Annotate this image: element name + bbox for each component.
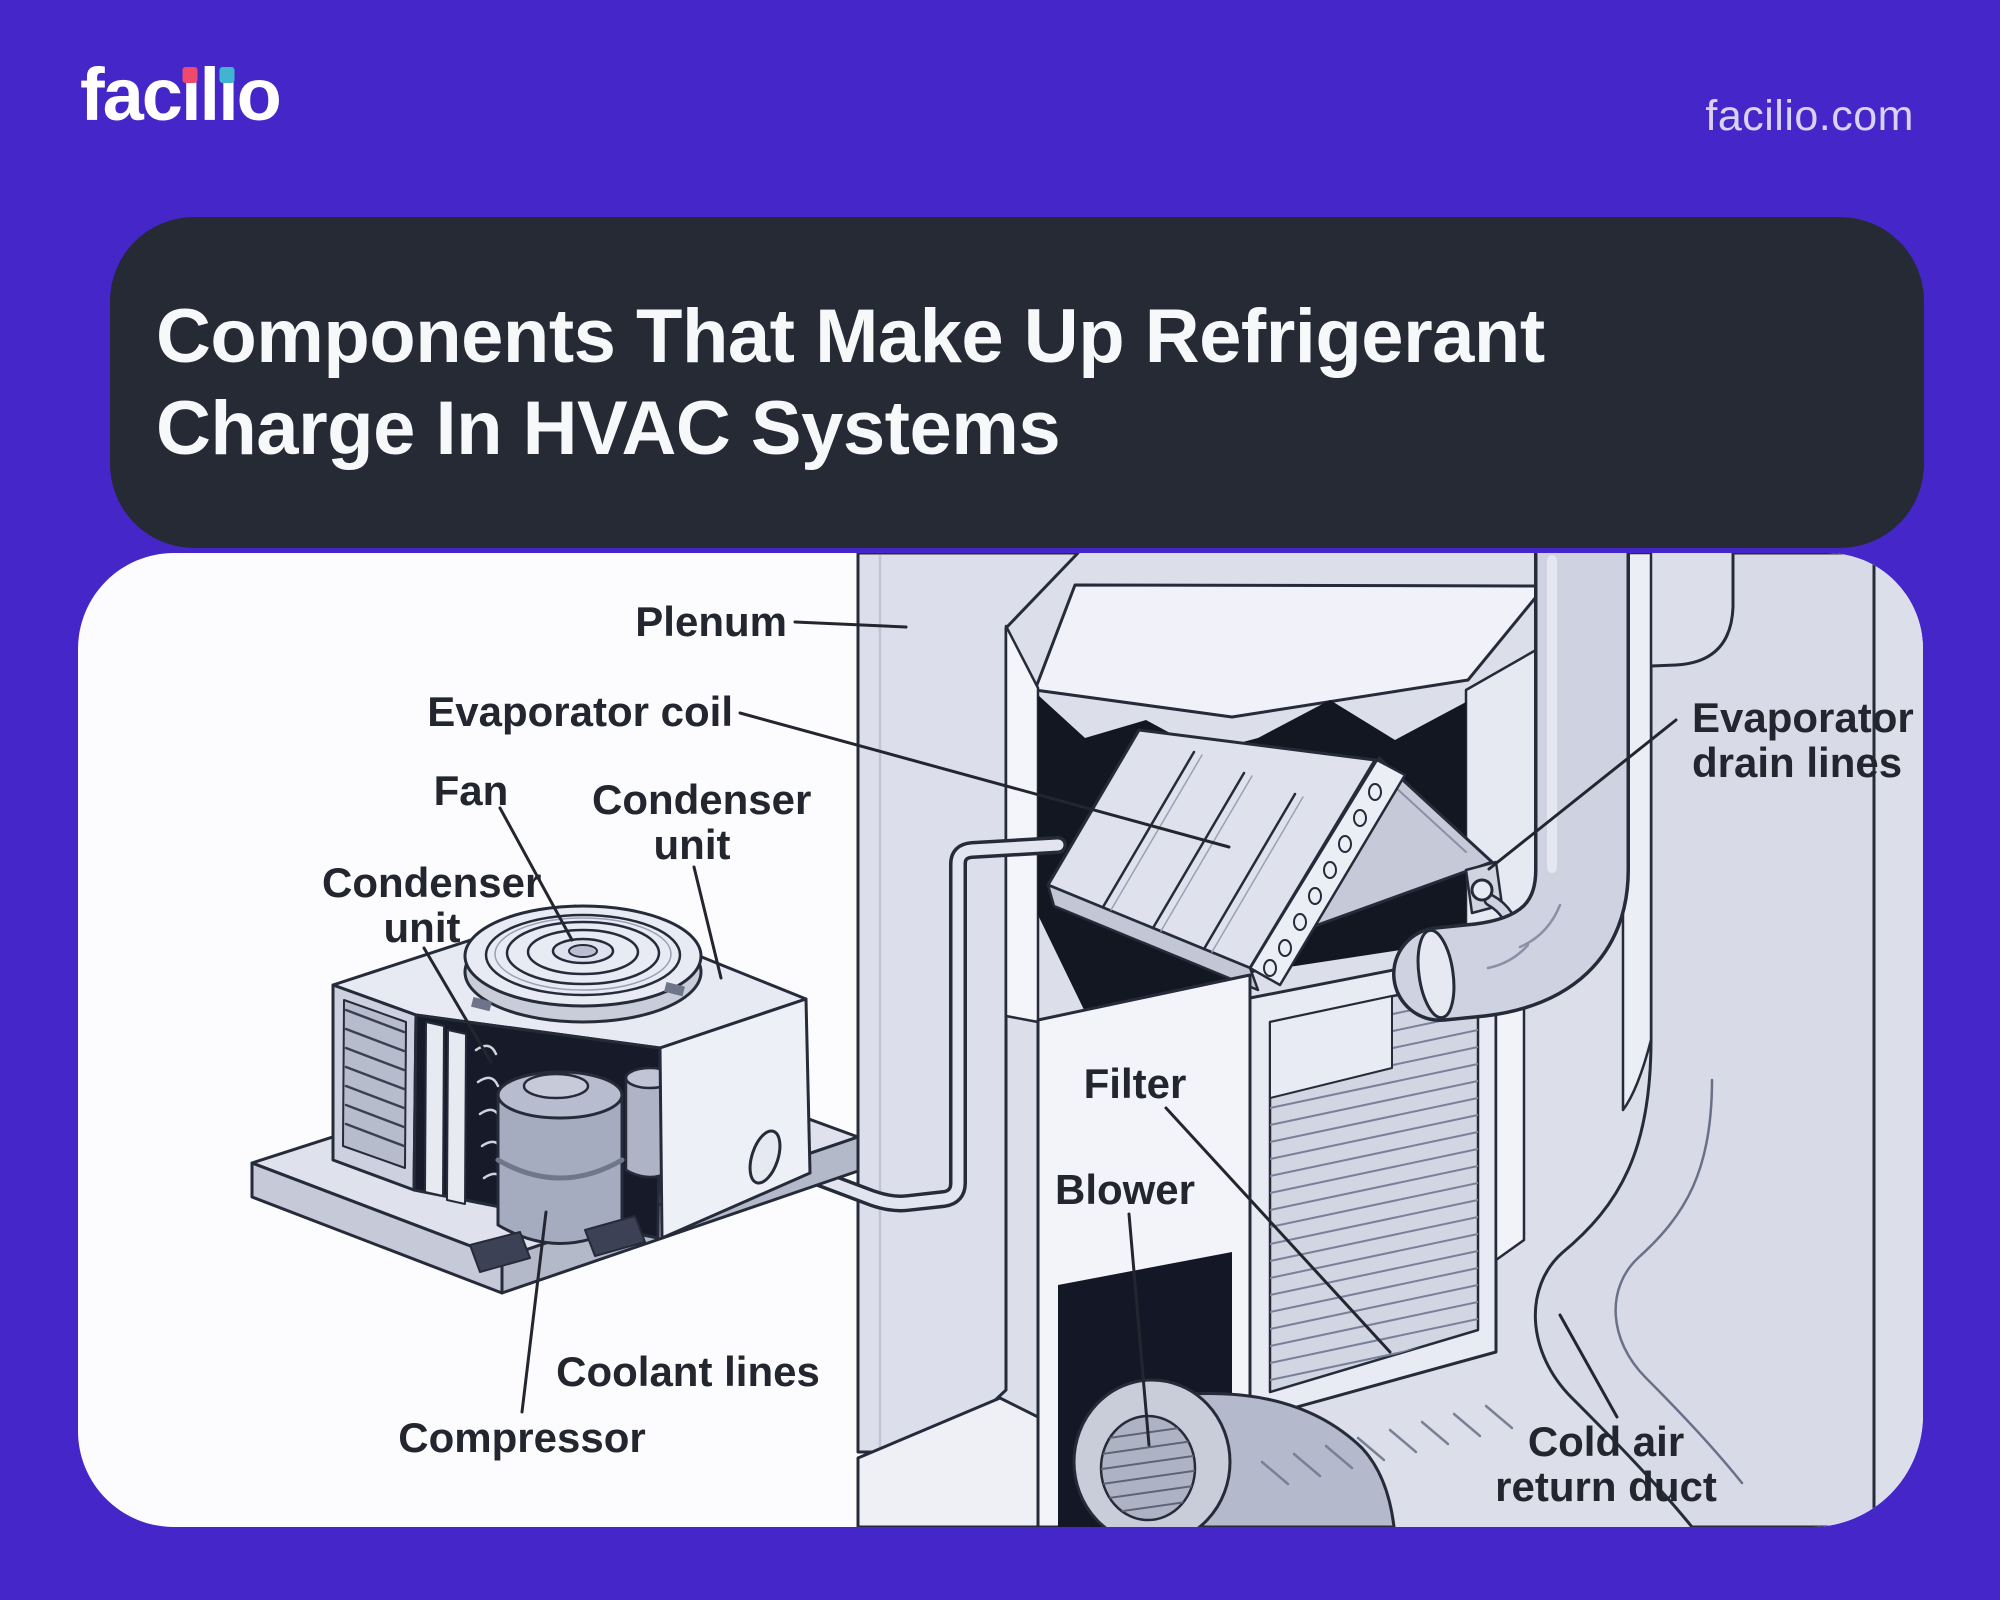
hvac-illustration: [250, 553, 1923, 1527]
leader-plenum: [793, 620, 908, 629]
blower-hatch: [1101, 1424, 1195, 1516]
page-title-line1: Components That Make Up Refrigerant: [156, 293, 1545, 379]
furnace-cabinet: [1036, 940, 1526, 1527]
coil-serpentine-texture: [1263, 783, 1382, 977]
leader-filter: [1164, 1106, 1392, 1354]
filter-panel: [1268, 976, 1480, 1394]
label-condenser-unit-right: Condenser unit: [592, 776, 812, 868]
logo-text-part: o: [236, 53, 282, 136]
label-coolant-lines: Coolant lines: [556, 1348, 820, 1395]
wall-slab: [856, 553, 1080, 1527]
condenser-pipe-flange: [748, 1129, 782, 1185]
logo-pink-dot: [182, 67, 198, 83]
leader-cold-air-return-duct: [1558, 1313, 1619, 1419]
logo-text-part: l: [199, 53, 221, 136]
blower-drum-body: [1182, 1391, 1396, 1527]
label-condenser-unit-left: Condenser unit: [322, 859, 542, 951]
label-fan: Fan: [433, 767, 509, 814]
leader-fan: [498, 806, 574, 942]
label-evaporator-coil: Evaporator coil: [427, 688, 733, 735]
leader-blower: [1127, 1212, 1151, 1447]
floor-shadow-hatch: [1260, 1404, 1514, 1486]
drain-fitting: [1470, 878, 1494, 902]
condenser-unit-shape: [250, 904, 860, 1295]
leader-evaporator-drain-lines: [1487, 718, 1678, 871]
coolant-line-pipe: [757, 836, 1067, 1213]
cold-air-return-duct-shape: [1533, 553, 1876, 1527]
leader-compressor: [520, 1210, 548, 1414]
label-filter: Filter: [1083, 1060, 1187, 1107]
label-evaporator-drain-lines: Evaporator drain lines: [1692, 694, 1914, 786]
evaporator-coil-shape: [1046, 728, 1523, 992]
diagram-card: [78, 553, 1923, 1527]
leader-condenser-unit-right: [692, 865, 723, 980]
logo-text-part: fac: [80, 53, 183, 136]
page-title-line2: Charge In HVAC Systems: [156, 385, 1061, 471]
logo-letter-i2: ı: [218, 53, 239, 136]
leader-condenser-unit-left: [422, 946, 493, 1064]
fan-shape: [463, 904, 703, 1024]
label-blower: Blower: [1054, 1166, 1196, 1213]
pipe-flange: [1416, 928, 1456, 1020]
label-plenum: Plenum: [635, 598, 787, 645]
logo-letter-i1: ı: [180, 53, 202, 136]
louver-slats: [344, 1008, 406, 1148]
label-cold-air-return-duct: Cold air return duct: [1495, 1418, 1717, 1510]
leader-evaporator-coil: [738, 711, 1231, 849]
title-box: Components That Make Up Refrigerant Char…: [110, 217, 1924, 548]
label-compressor: Compressor: [398, 1414, 646, 1461]
logo-cyan-dot: [219, 67, 235, 83]
site-url: facilio.com: [1705, 92, 1914, 140]
suction-pipe: [1392, 553, 1630, 1022]
leader-lines: [422, 620, 1678, 1447]
coil-panel-ridges: [1101, 750, 1297, 951]
coil-panel-ridge-highlights: [1110, 754, 1304, 953]
